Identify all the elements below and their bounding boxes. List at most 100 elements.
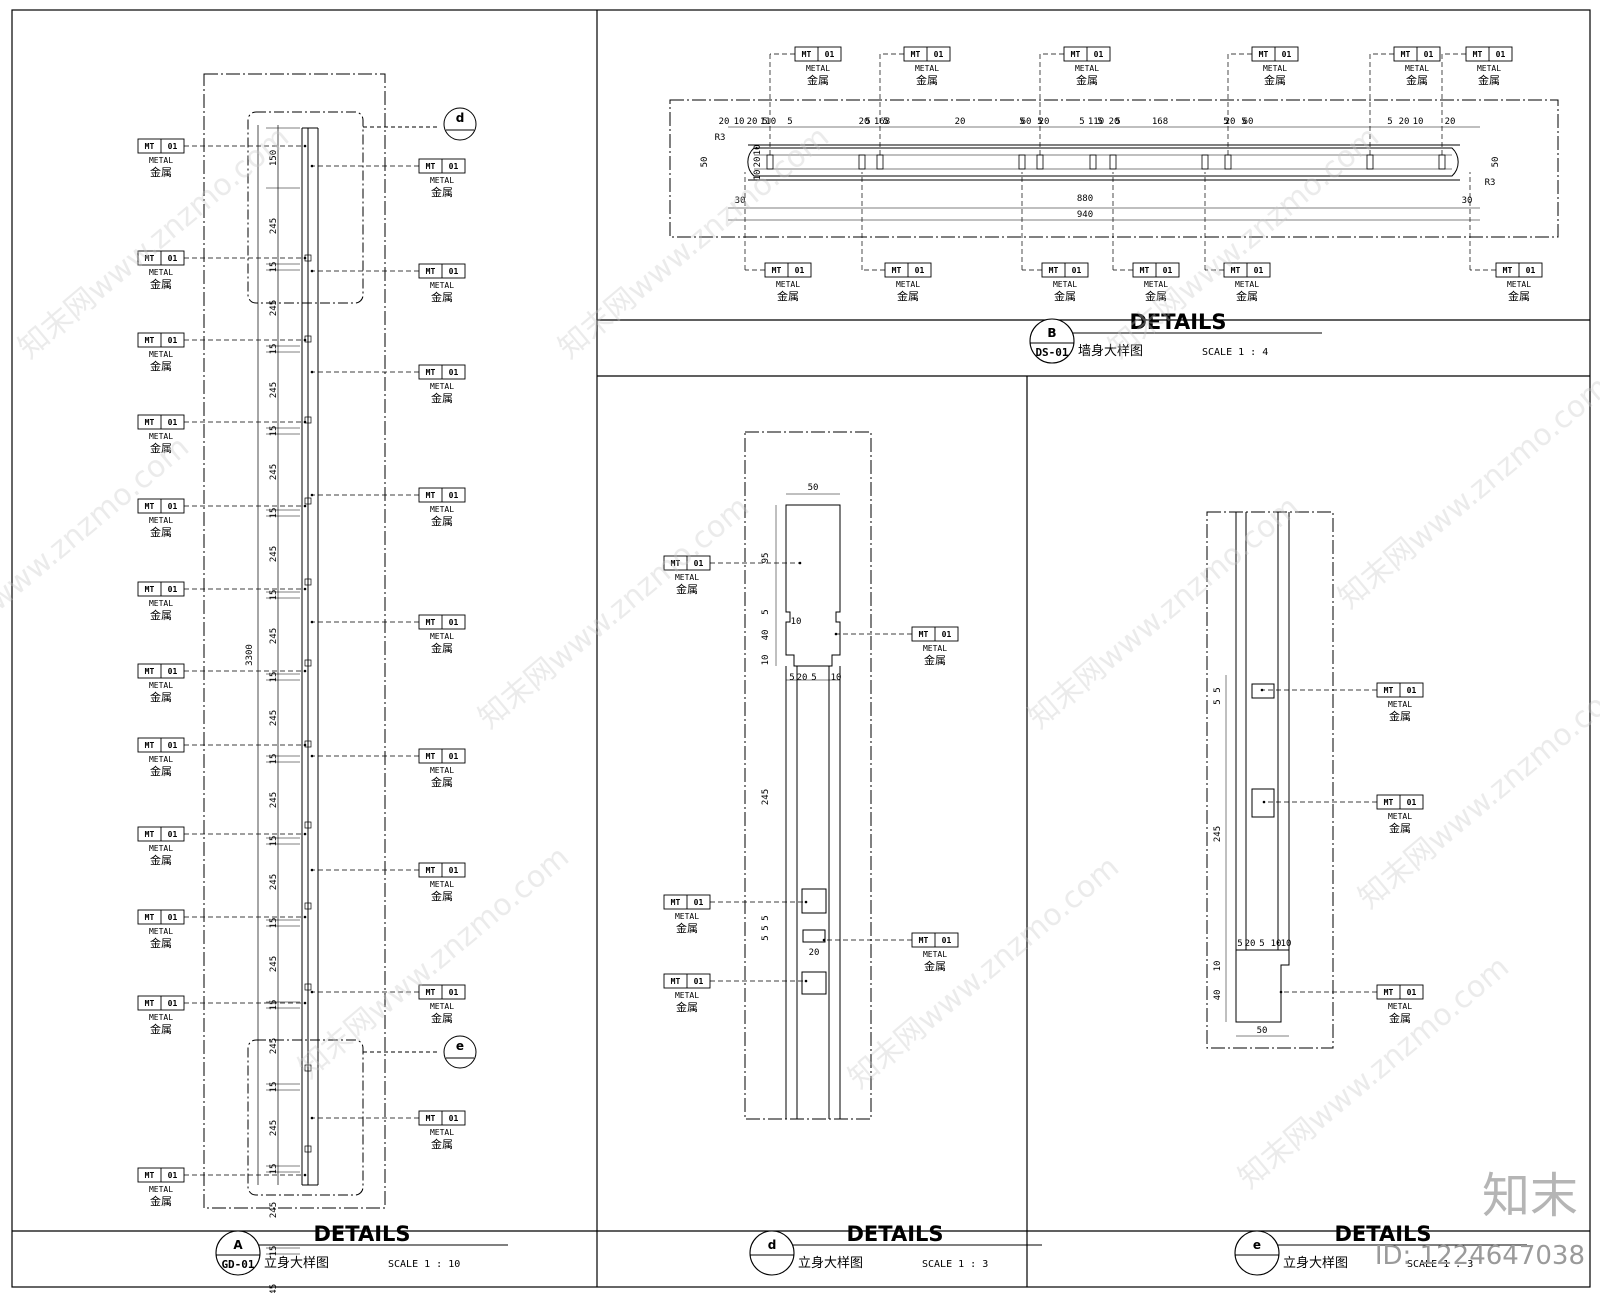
dim-label: 50 [1257, 1026, 1268, 1036]
document-id: ID: 1224647038 [1375, 1241, 1585, 1271]
tag-material-en: METAL [675, 573, 699, 582]
title-id: B [1047, 326, 1056, 340]
tag-material-cn: 金属 [1236, 289, 1258, 303]
tag-number: 01 [915, 266, 925, 275]
watermark-text: 知末网www.znzmo.com [472, 490, 756, 736]
tag-number: 01 [449, 752, 459, 761]
tag-material-cn: 金属 [150, 165, 172, 179]
logo-text: 知末 [1482, 1168, 1578, 1224]
tag-material-en: METAL [149, 156, 173, 165]
dim-label: 110 [760, 117, 776, 127]
dim-label: 245 [269, 218, 279, 234]
dim-label: 40 [1213, 990, 1223, 1001]
dim-label: 20 [1225, 117, 1236, 127]
tag-code: MT [772, 266, 782, 275]
tag-code: MT [426, 1114, 436, 1123]
dim-label: 5 [1213, 687, 1223, 692]
dim-label: 245 [269, 464, 279, 480]
tag-material-en: METAL [149, 268, 173, 277]
dim-label: 30 [1462, 196, 1473, 206]
tag-number: 01 [942, 630, 952, 639]
tag-number: 01 [694, 898, 704, 907]
tag-material-en: METAL [149, 681, 173, 690]
tag-number: 01 [1254, 266, 1264, 275]
tag-code: MT [145, 999, 155, 1008]
tag-number: 01 [694, 977, 704, 986]
dim-label: 20 [1109, 117, 1120, 127]
tag-code: MT [802, 50, 812, 59]
dim-label: 15 [269, 672, 279, 683]
dim-label: 5 [761, 915, 771, 920]
title-text: DETAILS [1129, 310, 1226, 334]
dim-label: 10 [1213, 961, 1223, 972]
dim-label: 5 [1241, 117, 1246, 127]
dim-label: 5 [1237, 939, 1242, 949]
tag-code: MT [426, 752, 436, 761]
tag-code: MT [1503, 266, 1513, 275]
dim-label: 15 [269, 836, 279, 847]
dim-label: 5 [1387, 117, 1392, 127]
dim-label: 50 [808, 483, 819, 493]
tag-material-cn: 金属 [676, 1000, 698, 1014]
dim-label: 20 [753, 157, 763, 168]
title-subtitle: 立身大样图 [798, 1255, 863, 1271]
tag-material-cn: 金属 [1406, 73, 1428, 87]
tag-code: MT [1384, 988, 1394, 997]
detail-b-posts [766, 154, 1446, 170]
detail-e-drawing [1206, 511, 1334, 1049]
title-scale: SCALE 1 : 3 [922, 1259, 988, 1270]
title-bubble [215, 1230, 261, 1276]
dim-label: 20 [797, 673, 808, 683]
detail-b-dimensions: 2010205110520516852056052051105205168520… [700, 117, 1501, 220]
dim-label: 20 [809, 948, 820, 958]
dim-label: 15 [269, 1082, 279, 1093]
dim-label: 5 [761, 935, 771, 940]
dim-label: 20 [1399, 117, 1410, 127]
watermark-text: 知末网www.znzmo.com [552, 120, 836, 366]
tag-code: MT [919, 630, 929, 639]
dim-label: 15 [269, 344, 279, 355]
tag-material-en: METAL [1405, 64, 1429, 73]
dim-label: 245 [1213, 826, 1223, 842]
tag-material-en: METAL [149, 516, 173, 525]
tag-material-en: METAL [923, 644, 947, 653]
tag-number: 01 [942, 936, 952, 945]
detail-d-drawing [744, 431, 872, 1120]
post-section [1438, 154, 1446, 170]
dim-label: 245 [269, 1284, 279, 1293]
dim-label: 5 [1115, 117, 1120, 127]
tag-material-cn: 金属 [431, 391, 453, 405]
detail-a-drawing [203, 73, 477, 1209]
tag-number: 01 [168, 913, 178, 922]
dim-label: 10 [1281, 939, 1292, 949]
title-bubble [1029, 318, 1075, 364]
dim-label: 20 [1445, 117, 1456, 127]
tag-code: MT [671, 977, 681, 986]
tag-material-cn: 金属 [1508, 289, 1530, 303]
tag-material-cn: 金属 [431, 775, 453, 789]
tag-material-cn: 金属 [431, 889, 453, 903]
tag-material-cn: 金属 [150, 359, 172, 373]
dim-label: 245 [269, 300, 279, 316]
dim-label: 245 [269, 382, 279, 398]
tag-code: MT [426, 618, 436, 627]
tag-material-en: METAL [675, 912, 699, 921]
dim-label: 880 [1077, 194, 1093, 204]
tag-number: 01 [1094, 50, 1104, 59]
